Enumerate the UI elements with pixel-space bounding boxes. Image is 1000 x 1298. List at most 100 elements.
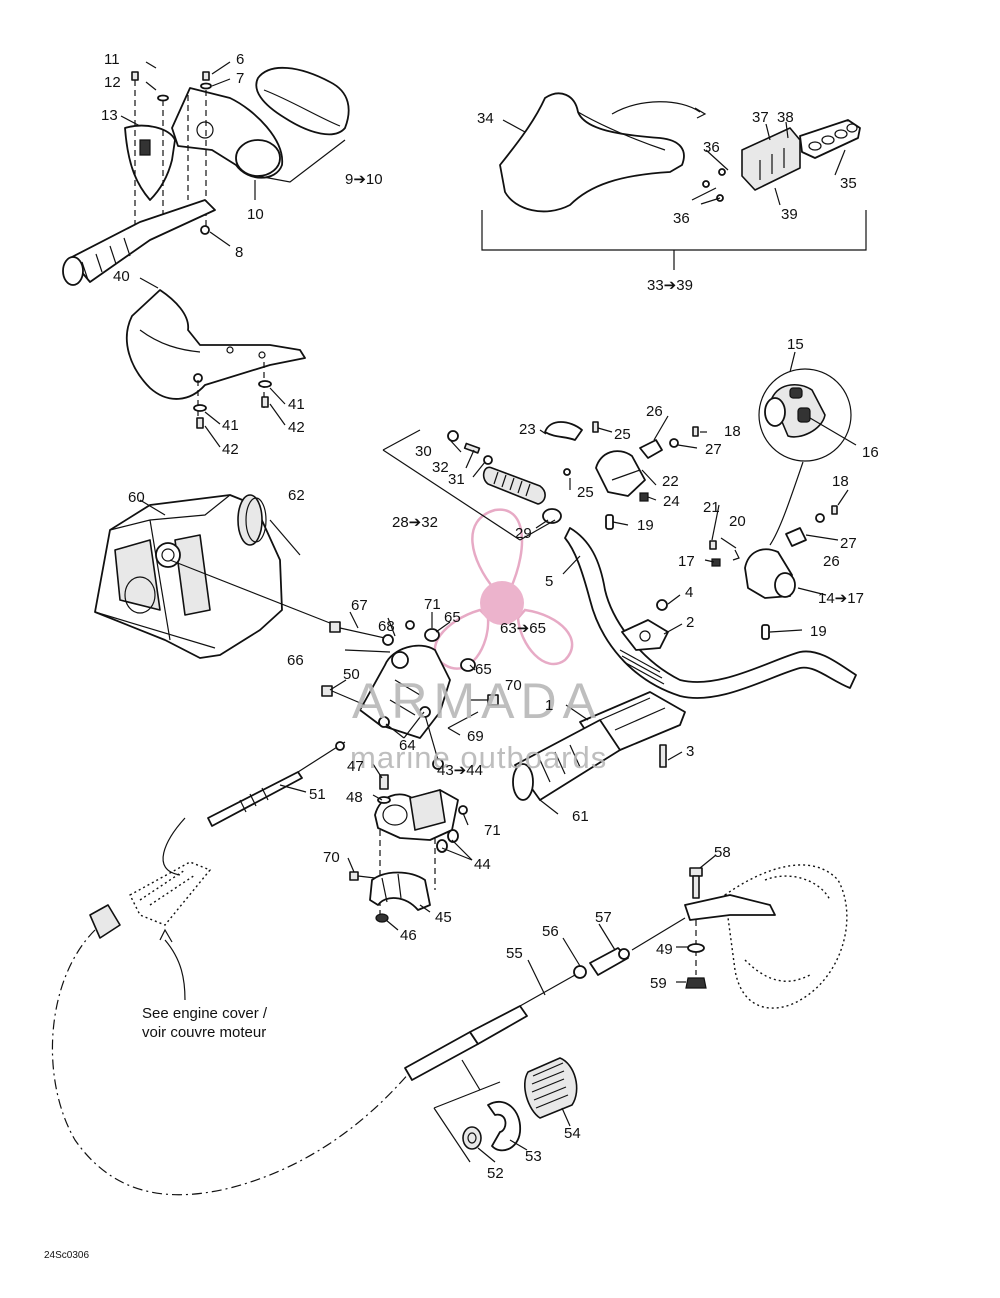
callout: 41 <box>288 396 305 413</box>
callout: 63➔65 <box>500 620 546 637</box>
callout: 45 <box>435 909 452 926</box>
callout: 25 <box>614 426 631 443</box>
callout: 36 <box>703 139 720 156</box>
callout: 38 <box>777 109 794 126</box>
propeller-logo-icon <box>433 508 574 670</box>
callout: 71 <box>484 822 501 839</box>
callout: 39 <box>781 206 798 223</box>
see-engine-cover-note-line1: See engine cover / <box>142 1005 268 1022</box>
watermark-brand: ARMADA <box>352 673 602 729</box>
callout: 41 <box>222 417 239 434</box>
callout: 24 <box>663 493 680 510</box>
detail-circle <box>758 368 852 462</box>
callout: 44 <box>474 856 491 873</box>
callout: 55 <box>506 945 523 962</box>
callout: 32 <box>432 459 449 476</box>
see-engine-cover-note-line2: voir couvre moteur <box>142 1024 266 1041</box>
washer <box>462 1126 482 1150</box>
callout: 19 <box>810 623 827 640</box>
callout: 27 <box>705 441 722 458</box>
callout: 6 <box>236 51 244 68</box>
callout: 34 <box>477 110 494 127</box>
callout: 68 <box>378 618 395 635</box>
callout: 71 <box>424 596 441 613</box>
callout: 40 <box>113 268 130 285</box>
callout: 5 <box>545 573 553 590</box>
callout: 18 <box>832 473 849 490</box>
callout: 56 <box>542 923 559 940</box>
callout: 43➔44 <box>437 762 483 779</box>
lower-handlebar-cover <box>125 289 306 430</box>
handlebar <box>564 527 857 699</box>
callout: 62 <box>288 487 305 504</box>
callout: 54 <box>564 1125 581 1142</box>
callout: 23 <box>519 421 536 438</box>
callout: 20 <box>729 513 746 530</box>
handlebar-left-section <box>69 199 216 283</box>
callout: 66 <box>287 652 304 669</box>
callout: 30 <box>415 443 432 460</box>
callout: 4 <box>685 584 693 601</box>
callout: 69 <box>467 728 484 745</box>
callout: 70 <box>323 849 340 866</box>
column-support-group <box>349 774 468 923</box>
callout: 29 <box>515 525 532 542</box>
callout: 3 <box>686 743 694 760</box>
callout-labels: 11 12 13 6 7 9➔10 10 8 40 41 42 41 42 34… <box>101 51 879 1182</box>
watermark <box>433 508 574 670</box>
callout: 28➔32 <box>392 514 438 531</box>
steering-cable <box>207 771 303 827</box>
callout: 18 <box>724 423 741 440</box>
callout: 47 <box>347 758 364 775</box>
callout: 61 <box>572 808 589 825</box>
steering-cable-upper-group <box>51 741 411 1196</box>
switch-housing <box>741 127 801 191</box>
callout: 17 <box>678 553 695 570</box>
callout: 42 <box>288 419 305 436</box>
callout: 13 <box>101 107 118 124</box>
callout: 50 <box>343 666 360 683</box>
callout: 14➔17 <box>818 590 864 607</box>
callout: 67 <box>351 597 368 614</box>
callout: 65 <box>444 609 461 626</box>
callout: 48 <box>346 789 363 806</box>
steering-cable-lower-group <box>404 864 848 1163</box>
callout: 64 <box>399 737 416 754</box>
callout: 52 <box>487 1165 504 1182</box>
callout: 35 <box>840 175 857 192</box>
callout: 1 <box>545 697 553 714</box>
half-ring <box>487 1100 521 1152</box>
callout: 15 <box>787 336 804 353</box>
upper-cover <box>499 92 685 213</box>
jet-nozzle <box>724 864 848 1009</box>
callout: 25 <box>577 484 594 501</box>
callout: 7 <box>236 70 244 87</box>
left-grip <box>482 466 546 505</box>
callout: 60 <box>128 489 145 506</box>
steering-housing-group <box>94 494 336 659</box>
drawing-code: 24Sc0306 <box>44 1250 89 1261</box>
callout: 65 <box>475 661 492 678</box>
support-plate <box>621 619 669 651</box>
callout: 12 <box>104 74 121 91</box>
pulley <box>237 494 263 546</box>
callout: 59 <box>650 975 667 992</box>
handlebar-cover-group <box>62 66 350 286</box>
handlebar-padding <box>255 66 350 136</box>
callout: 37 <box>752 109 769 126</box>
callout: 8 <box>235 244 243 261</box>
callout: 26 <box>646 403 663 420</box>
upper-cover-group <box>481 92 867 270</box>
callout: 36 <box>673 210 690 227</box>
steering-column-group <box>321 599 686 801</box>
callout: 31 <box>448 471 465 488</box>
callout: 27 <box>840 535 857 552</box>
callout: 11 <box>104 51 120 68</box>
callout: 57 <box>595 909 612 926</box>
callout: 42 <box>222 441 239 458</box>
callout: 49 <box>656 941 673 958</box>
threaded-fitting <box>524 1057 578 1119</box>
callout: 46 <box>400 927 417 944</box>
callout: 10 <box>247 206 264 223</box>
leader-lines <box>120 61 857 1163</box>
